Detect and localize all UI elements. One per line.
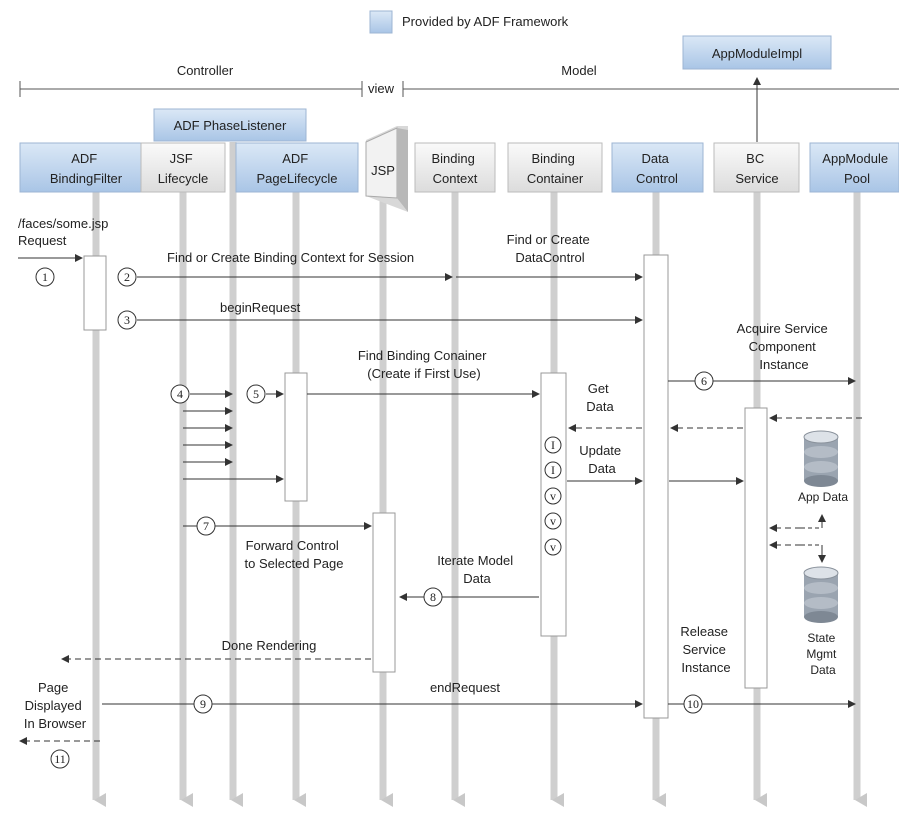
step-8: 8 xyxy=(423,587,443,607)
app-data-label: App Data xyxy=(798,490,848,504)
svg-text:I: I xyxy=(551,438,555,452)
svg-text:6: 6 xyxy=(701,374,707,388)
svg-text:5: 5 xyxy=(253,387,259,401)
update-data-label: Update Data xyxy=(579,443,625,476)
controller-header: Controller xyxy=(177,63,234,78)
svg-text:4: 4 xyxy=(177,387,183,401)
adf-pagelifecycle-box xyxy=(235,142,359,193)
bc-service-label: BC Service xyxy=(735,151,778,186)
legend-swatch xyxy=(369,10,393,34)
binding-container-label: Binding Container xyxy=(527,151,584,186)
participant-boxes: ADF BindingFilter JSF Lifecycle ADF Page… xyxy=(19,126,899,212)
step-6: 6 xyxy=(694,371,714,391)
bc-service-box xyxy=(713,142,800,193)
adf-bindingfilter-box xyxy=(19,142,154,193)
get-data-label: Get Data xyxy=(586,381,614,414)
jsp-label: JSP xyxy=(371,163,395,178)
activation-data-control xyxy=(643,254,669,719)
state-mgmt-database-icon xyxy=(803,566,839,624)
model-header: Model xyxy=(561,63,597,78)
binding-context-box xyxy=(414,142,496,193)
messages xyxy=(18,254,862,745)
activation-bc-service xyxy=(744,407,768,689)
step-4: 4 xyxy=(170,384,190,404)
svg-text:1: 1 xyxy=(42,270,48,284)
appmodule-pool-box xyxy=(809,142,899,193)
appmoduleimpl-label: AppModuleImpl xyxy=(712,46,802,61)
iterator-marker: I xyxy=(544,461,562,479)
step-11: 11 xyxy=(50,749,70,769)
state-mgmt-label: State Mgmt Data xyxy=(806,631,839,677)
iterate-model-label: Iterate Model Data xyxy=(437,553,517,586)
svg-text:2: 2 xyxy=(124,270,130,284)
view-header: view xyxy=(368,81,395,96)
svg-text:v: v xyxy=(550,489,556,503)
acquire-service-label: Acquire Service Component Instance xyxy=(737,321,832,372)
binding-container-box xyxy=(507,142,603,193)
step-7: 7 xyxy=(196,516,216,536)
svg-text:9: 9 xyxy=(200,697,206,711)
phase-listener-box xyxy=(153,108,307,142)
svg-text:10: 10 xyxy=(687,697,699,711)
iterator-markers: I I v v v xyxy=(544,436,562,556)
svg-text:11: 11 xyxy=(54,752,66,766)
binding-context-label: Binding Context xyxy=(432,151,479,186)
step-9: 9 xyxy=(193,694,213,714)
end-request-label: endRequest xyxy=(430,680,500,695)
appmoduleimpl-box xyxy=(682,35,832,70)
step-10: 10 xyxy=(683,694,703,714)
validator-marker: v xyxy=(544,487,562,505)
step-circles: 1 2 3 4 5 6 7 8 xyxy=(35,267,714,769)
step-3: 3 xyxy=(117,310,137,330)
forward-control-label: Forward Control to Selected Page xyxy=(244,538,343,571)
step-1: 1 xyxy=(35,267,55,287)
svg-text:I: I xyxy=(551,463,555,477)
page-displayed-label: Page Displayed In Browser xyxy=(24,680,87,731)
legend-label: Provided by ADF Framework xyxy=(402,14,569,29)
release-service-label: Release Service Instance xyxy=(680,624,731,675)
begin-request-label: beginRequest xyxy=(220,300,301,315)
jsp-page-icon xyxy=(365,126,408,212)
find-binding-container-label: Find Binding Conainer (Create if First U… xyxy=(358,348,490,381)
request-label: /faces/some.jsp Request xyxy=(18,216,112,248)
activation-bindingfilter xyxy=(83,255,107,331)
svg-text:7: 7 xyxy=(203,519,209,533)
svg-text:v: v xyxy=(550,514,556,528)
done-rendering-label: Done Rendering xyxy=(222,638,317,653)
appmodule-pool-label: AppModule Pool xyxy=(822,151,891,186)
phase-listener-label: ADF PhaseListener xyxy=(174,118,287,133)
validator-marker: v xyxy=(544,538,562,556)
legend: Provided by ADF Framework xyxy=(369,10,569,34)
validator-marker: v xyxy=(544,512,562,530)
jsf-lifecycle-box xyxy=(140,142,226,193)
adf-bindingfilter-label: ADF BindingFilter xyxy=(50,151,123,186)
step-5: 5 xyxy=(246,384,266,404)
app-data-database-icon xyxy=(803,430,839,488)
step-2: 2 xyxy=(117,267,137,287)
header-brackets xyxy=(19,81,899,97)
activation-bars xyxy=(83,254,768,719)
iterator-marker: I xyxy=(544,436,562,454)
find-create-context-label: Find or Create Binding Context for Sessi… xyxy=(167,250,414,265)
data-control-label: Data Control xyxy=(636,151,678,186)
svg-text:v: v xyxy=(550,540,556,554)
activation-binding-container xyxy=(540,372,567,637)
data-control-box xyxy=(611,142,704,193)
activation-pagelifecycle xyxy=(284,372,308,502)
svg-text:8: 8 xyxy=(430,590,436,604)
adf-pagelifecycle-label: ADF PageLifecycle xyxy=(257,151,338,186)
find-create-datacontrol-label: Find or Create DataControl xyxy=(507,232,594,265)
svg-text:3: 3 xyxy=(124,313,130,327)
jsf-lifecycle-label: JSF Lifecycle xyxy=(158,151,209,186)
activation-jsp xyxy=(372,512,396,673)
